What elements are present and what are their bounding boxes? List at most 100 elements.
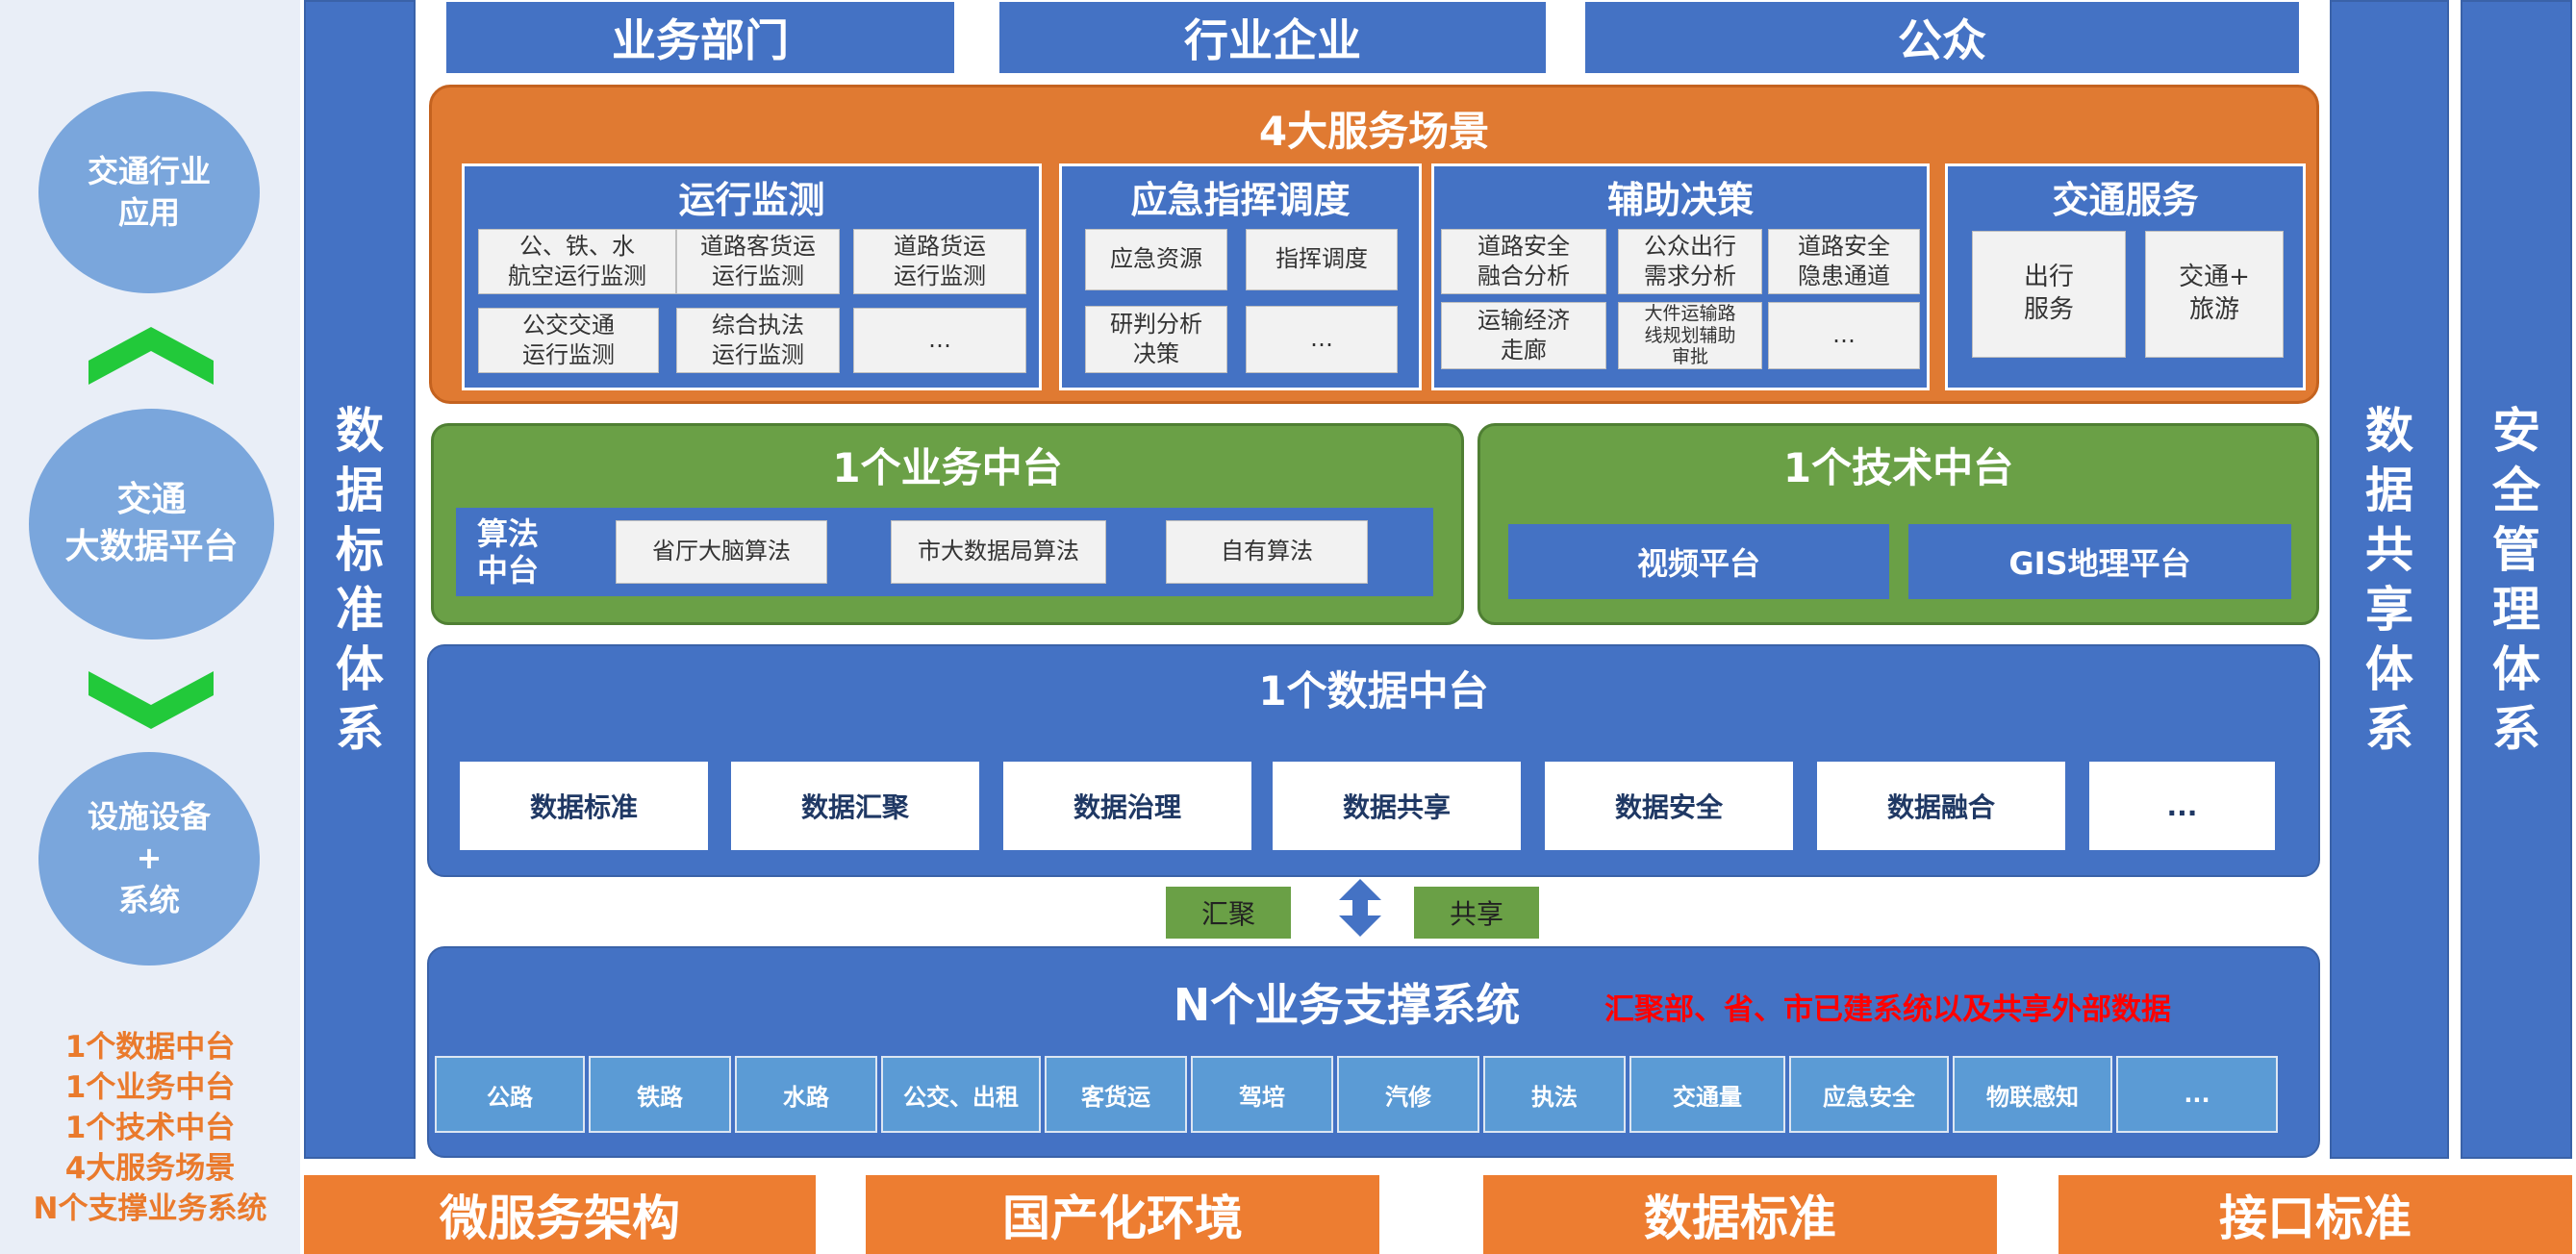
cell-law-enforcement: 综合执法 运行监测 bbox=[676, 308, 840, 373]
cell-line: … bbox=[1832, 321, 1856, 349]
vbar-char: 理 bbox=[2492, 581, 2540, 638]
cell-line: 运行监测 bbox=[712, 263, 804, 289]
tech-platform-title: 1个技术中台 bbox=[1782, 443, 2014, 491]
data-platform-title: 1个数据中台 bbox=[1258, 666, 1489, 715]
domestic-environment-bar: 国产化环境 bbox=[866, 1175, 1379, 1254]
cell-line: 服务 bbox=[2023, 295, 2074, 324]
circle-big-data-platform-line1: 交通 bbox=[116, 480, 187, 520]
cell-line: 走廊 bbox=[1501, 337, 1547, 364]
cell-line: 旅游 bbox=[2188, 295, 2239, 324]
microservice-architecture-bar: 微服务架构 bbox=[304, 1175, 816, 1254]
cell-more: … bbox=[1246, 306, 1398, 373]
algo-provincial-brain: 省厅大脑算法 bbox=[616, 520, 827, 584]
circle-facilities: 设施设备 + 系统 bbox=[38, 752, 260, 966]
algo-label-line: 算法 bbox=[476, 514, 539, 552]
gis-platform: GIS地理平台 bbox=[1908, 524, 2291, 599]
aggregate-tag: 汇聚 bbox=[1166, 887, 1291, 939]
data-standard-item: 数据标准 bbox=[460, 762, 708, 850]
cell-line: 大件运输路 bbox=[1644, 302, 1736, 324]
header-industry-enterprise: 行业企业 bbox=[999, 2, 1546, 73]
data-standard-bar: 数据标准 bbox=[1483, 1175, 1997, 1254]
vbar-char: 体 bbox=[336, 640, 384, 697]
cell-more: … bbox=[853, 308, 1026, 373]
algo-in-house: 自有算法 bbox=[1166, 520, 1368, 584]
cell-hazard-corridor: 道路安全 隐患通道 bbox=[1768, 229, 1920, 294]
vbar-char: 安 bbox=[2492, 402, 2540, 459]
group-decision-support-title: 辅助决策 bbox=[1606, 178, 1754, 221]
support-systems-note: 汇聚部、省、市已建系统以及共享外部数据 bbox=[1604, 992, 2171, 1027]
cell-economic-corridor: 运输经济 走廊 bbox=[1441, 302, 1606, 369]
cell-more: … bbox=[1768, 302, 1920, 369]
video-platform: 视频平台 bbox=[1508, 524, 1889, 599]
cell-analysis-decision: 研判分析 决策 bbox=[1085, 306, 1227, 373]
cell-line: 审批 bbox=[1671, 346, 1708, 368]
sys-highway: 公路 bbox=[435, 1056, 585, 1133]
cell-line: 公众出行 bbox=[1644, 232, 1736, 260]
circle-facilities-line3: 系统 bbox=[117, 881, 180, 918]
cell-line: 融合分析 bbox=[1477, 263, 1570, 289]
cell-road-freight: 道路货运 运行监测 bbox=[853, 229, 1026, 294]
vbar-char: 系 bbox=[2492, 700, 2540, 757]
algo-city-bigdata: 市大数据局算法 bbox=[891, 520, 1106, 584]
vbar-char: 系 bbox=[336, 700, 384, 757]
vbar-char: 系 bbox=[2365, 700, 2413, 757]
sys-enforcement: 执法 bbox=[1483, 1056, 1626, 1133]
cell-line: 道路安全 bbox=[1798, 232, 1890, 260]
header-public: 公众 bbox=[1585, 2, 2299, 73]
support-systems-title: N个业务支撑系统 bbox=[1173, 979, 1521, 1031]
cell-oversize-route-approval: 大件运输路 线规划辅助 审批 bbox=[1618, 302, 1762, 369]
cell-travel-service: 出行 服务 bbox=[1972, 231, 2126, 358]
vbar-char: 数 bbox=[2365, 402, 2413, 459]
vbar-char: 数 bbox=[336, 402, 384, 459]
cell-line: … bbox=[1310, 325, 1333, 353]
sys-emergency-safety: 应急安全 bbox=[1789, 1056, 1949, 1133]
cell-line: 道路安全 bbox=[1477, 232, 1570, 260]
cell-line: 公交交通 bbox=[522, 311, 615, 339]
data-security-item: 数据安全 bbox=[1545, 762, 1793, 850]
cell-line: 研判分析 bbox=[1110, 310, 1202, 338]
cell-public-transit: 公交交通 运行监测 bbox=[478, 308, 659, 373]
group-operation-monitoring-title: 运行监测 bbox=[678, 178, 825, 221]
data-fusion-item: 数据融合 bbox=[1817, 762, 2065, 850]
service-scenario-title: 4大服务场景 bbox=[1258, 107, 1490, 155]
summary-item: N个支撑业务系统 bbox=[33, 1191, 267, 1226]
interface-standard-bar: 接口标准 bbox=[2058, 1175, 2572, 1254]
cell-line: 线规划辅助 bbox=[1644, 324, 1736, 346]
chevron-up-icon bbox=[88, 327, 214, 385]
cell-line: 隐患通道 bbox=[1798, 263, 1890, 289]
cell-line: 运行监测 bbox=[712, 341, 804, 368]
cell-travel-demand: 公众出行 需求分析 bbox=[1618, 229, 1762, 294]
sys-waterway: 水路 bbox=[735, 1056, 877, 1133]
data-share-system-bar: 数 据 共 享 体 系 bbox=[2330, 0, 2449, 1159]
circle-big-data-platform-line2: 大数据平台 bbox=[64, 527, 239, 566]
vbar-char: 享 bbox=[2365, 581, 2413, 638]
header-business-dept: 业务部门 bbox=[446, 2, 954, 73]
cell-line: 道路客货运 bbox=[700, 232, 816, 260]
cell-command-dispatch: 指挥调度 bbox=[1246, 229, 1398, 290]
sys-railway: 铁路 bbox=[589, 1056, 731, 1133]
circle-big-data-platform: 交通 大数据平台 bbox=[29, 409, 274, 640]
summary-item: 4大服务场景 bbox=[64, 1151, 236, 1186]
algorithm-platform-label: 算法 中台 bbox=[460, 510, 556, 594]
sys-iot: 物联感知 bbox=[1953, 1056, 2112, 1133]
vbar-char: 准 bbox=[336, 581, 384, 638]
cell-line: 运行监测 bbox=[894, 263, 986, 289]
cell-line: 出行 bbox=[2023, 263, 2074, 292]
algo-label-line: 中台 bbox=[476, 552, 539, 589]
cell-line: 航空运行监测 bbox=[508, 263, 646, 289]
cell-road-safety-analysis: 道路安全 融合分析 bbox=[1441, 229, 1606, 294]
cell-line: 运输经济 bbox=[1477, 306, 1570, 334]
group-emergency-command-title: 应急指挥调度 bbox=[1130, 178, 1351, 221]
summary-item: 1个数据中台 bbox=[64, 1030, 236, 1065]
data-sharing-item: 数据共享 bbox=[1273, 762, 1521, 850]
circle-facilities-line1: 设施设备 bbox=[87, 798, 211, 836]
cell-multimodal-monitoring: 公、铁、水 航空运行监测 bbox=[478, 229, 676, 294]
cell-line: 公、铁、水 bbox=[519, 232, 635, 260]
vbar-char: 体 bbox=[2492, 640, 2540, 697]
cell-emergency-resources: 应急资源 bbox=[1085, 229, 1227, 290]
cell-transport-tourism: 交通+ 旅游 bbox=[2145, 231, 2284, 358]
cell-line: 综合执法 bbox=[712, 311, 804, 339]
circle-industry-apps-line2: 应用 bbox=[117, 194, 180, 231]
cell-line: 道路货运 bbox=[894, 232, 986, 260]
sys-auto-repair: 汽修 bbox=[1337, 1056, 1479, 1133]
